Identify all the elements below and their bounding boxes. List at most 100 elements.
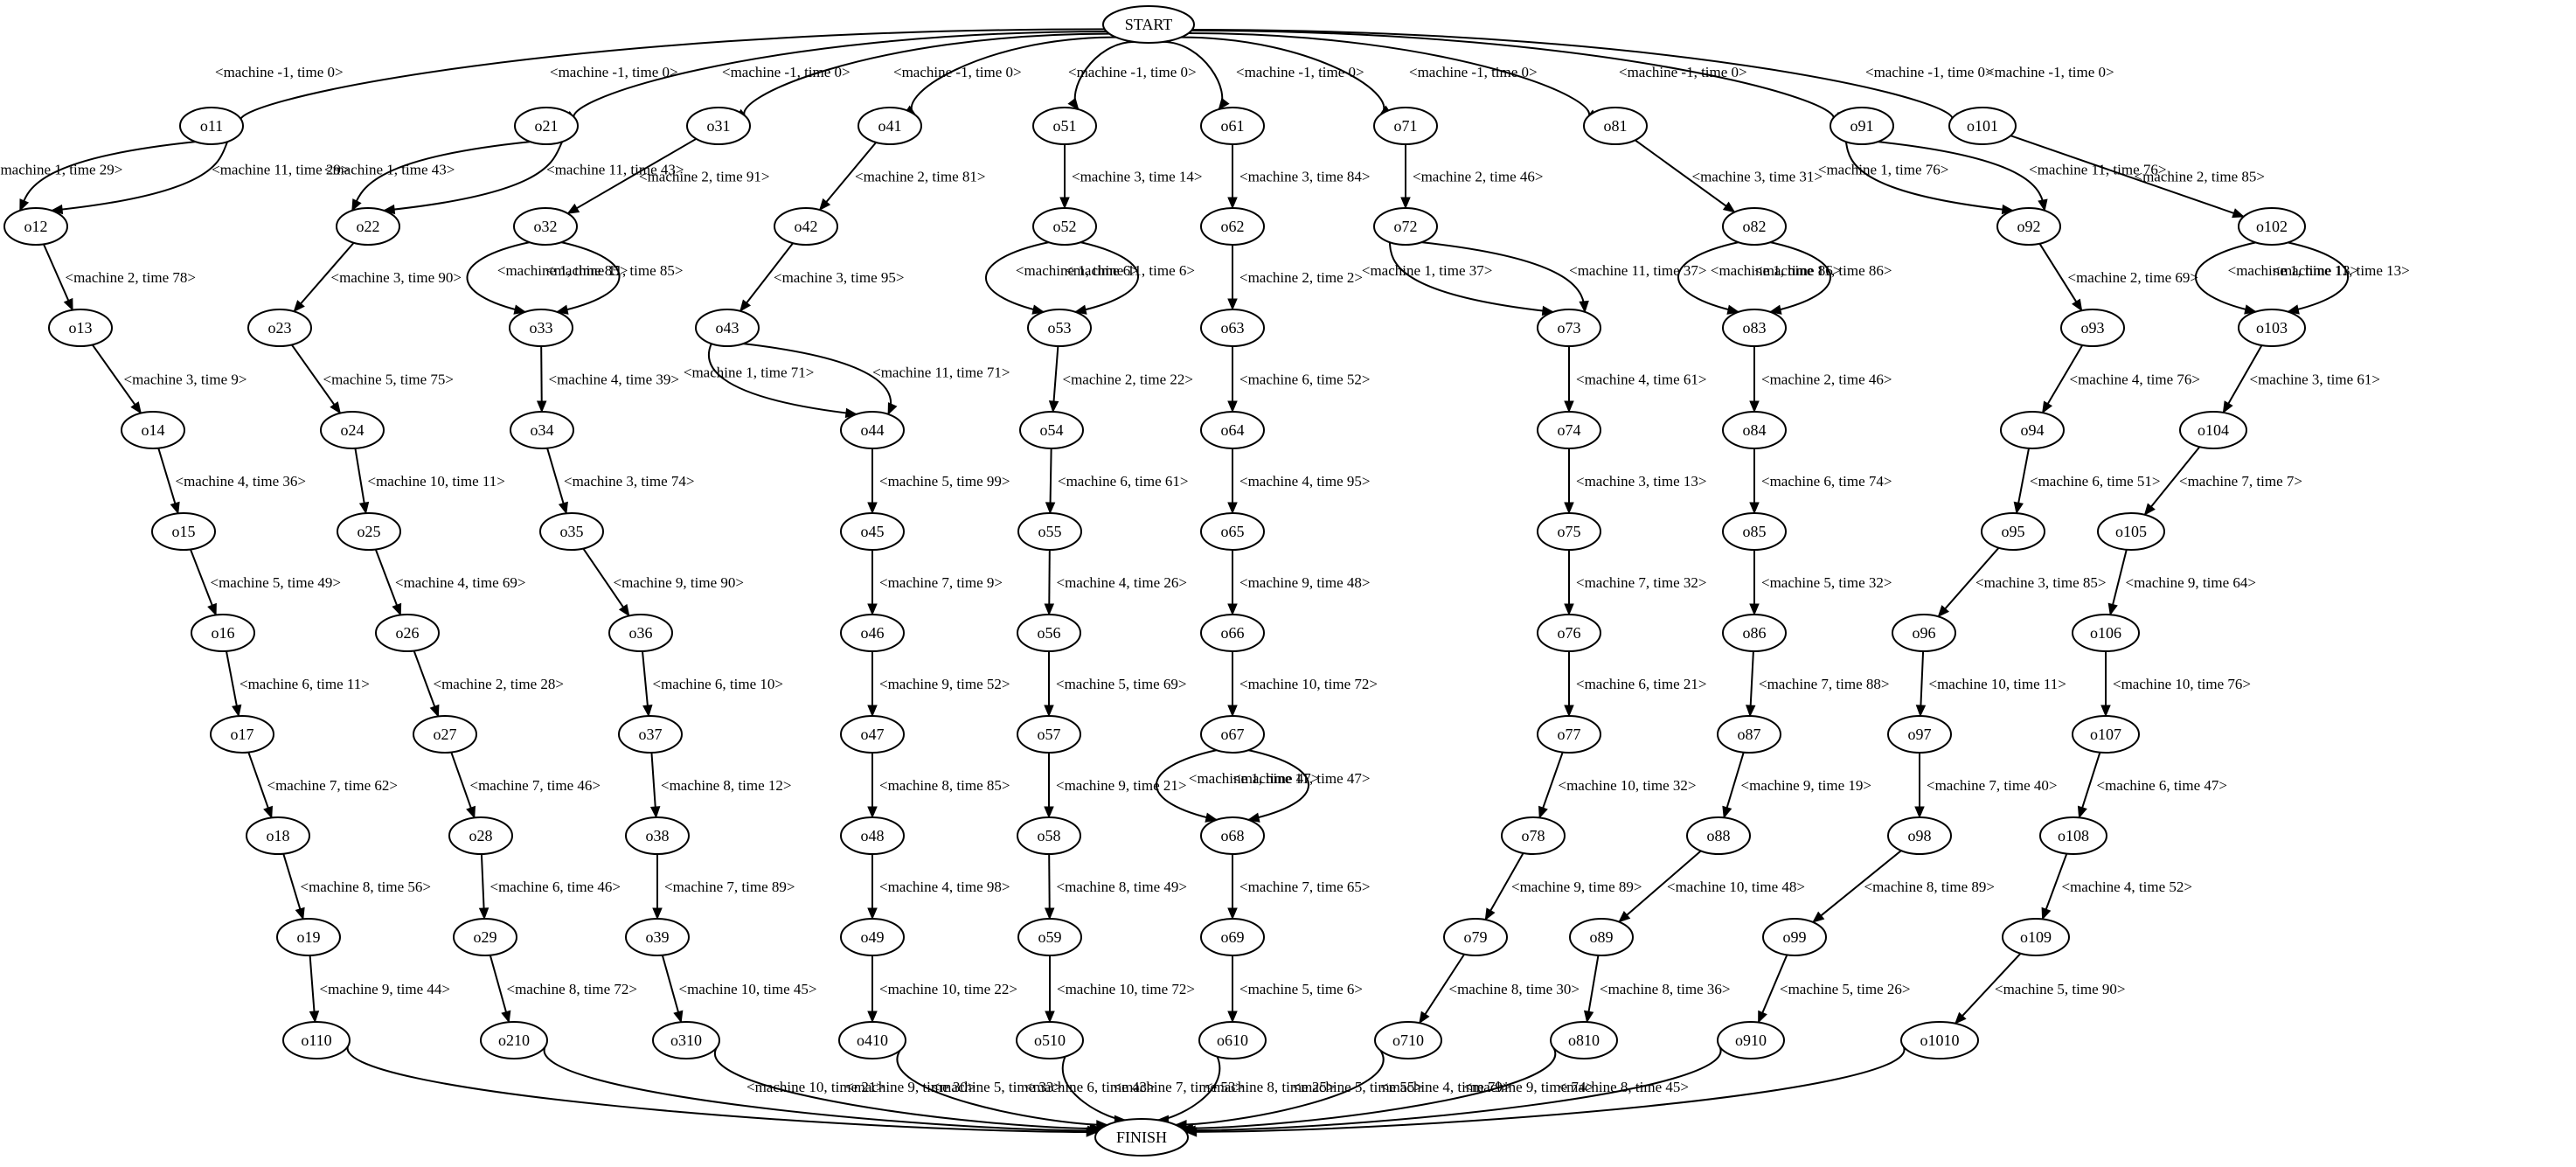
- node-ellipse: [1016, 1021, 1084, 1059]
- edge-label: <machine 5, time 90>: [1995, 981, 2125, 997]
- node-label: o37: [639, 726, 663, 743]
- edge-label: <machine -1, time 0>: [1236, 64, 1364, 80]
- edge-o91-o92-2: <machine 11, time 76>: [1878, 141, 2166, 212]
- node-o62: o62: [1200, 207, 1265, 246]
- edge-label: <machine 3, time 95>: [774, 269, 904, 286]
- edge-label: <machine 7, time 46>: [470, 777, 601, 794]
- node-label: o109: [2020, 928, 2052, 946]
- node-label: o87: [1738, 726, 1761, 743]
- edge-label: <machine 2, time 46>: [1413, 169, 1543, 185]
- arrowhead: [2038, 198, 2048, 212]
- node-ellipse: [448, 816, 513, 855]
- edge-label: <machine 7, time 40>: [1927, 777, 2057, 794]
- node-ellipse: [337, 512, 401, 551]
- edge-o106-o107: <machine 10, time 76>: [2100, 651, 2251, 718]
- arrowhead: [513, 304, 527, 315]
- node-ellipse: [1102, 5, 1195, 44]
- node-label: o42: [795, 218, 818, 235]
- node-label: o39: [646, 928, 670, 946]
- edge-line: [240, 28, 1105, 124]
- node-ellipse: [1722, 512, 1787, 551]
- node-o107: o107: [2072, 715, 2140, 754]
- edge-o51-o52: <machine 3, time 14>: [1059, 144, 1202, 210]
- edge-line: [1155, 749, 1218, 821]
- edge-o91-o92-1: <machine 1, time 76>: [1818, 141, 2015, 215]
- edge-label: <machine 8, time 49>: [1057, 879, 1187, 895]
- edge-line: [1247, 749, 1310, 821]
- node-ellipse: [1537, 715, 1601, 754]
- edge-start-o61: <machine -1, time 0>: [1163, 40, 1364, 111]
- node-o85: o85: [1722, 512, 1787, 551]
- node-ellipse: [539, 512, 604, 551]
- edge-label: <machine 6, time 11>: [240, 676, 370, 692]
- arrowhead: [555, 304, 569, 315]
- node-ellipse: [48, 309, 113, 347]
- arrowhead: [1400, 197, 1411, 210]
- node-o86: o86: [1722, 614, 1787, 652]
- node-o36: o36: [608, 614, 673, 652]
- edge-label: <machine 5, time 32>: [1761, 574, 1892, 591]
- edge-label: <machine 10, time 11>: [1929, 676, 2066, 692]
- edge-o37-o38: <machine 8, time 12>: [649, 752, 791, 819]
- edge-label: <machine 5, time 75>: [323, 372, 454, 388]
- node-ellipse: [1017, 918, 1082, 956]
- node-ellipse: [838, 1021, 906, 1059]
- edge-label: <machine 9, time 90>: [614, 574, 744, 591]
- edge-o53-o54: <machine 2, time 22>: [1048, 345, 1193, 413]
- node-o43: o43: [695, 309, 760, 347]
- edge-o102-o103-2: <machine 11, time 13>: [2272, 241, 2410, 315]
- edge-line: [1955, 952, 2022, 1025]
- edge-line: [2143, 446, 2201, 516]
- node-label: o63: [1221, 319, 1245, 337]
- node-o63: o63: [1200, 309, 1265, 347]
- node-ellipse: [1373, 207, 1438, 246]
- edge-label: <machine 8, time 89>: [1864, 879, 1995, 895]
- node-o28: o28: [448, 816, 513, 855]
- node-ellipse: [1583, 107, 1648, 145]
- edge-label: <machine -1, time 0>: [722, 64, 851, 80]
- edge-o93-o94: <machine 4, time 76>: [2041, 344, 2200, 414]
- node-ellipse: [1017, 614, 1081, 652]
- node-ellipse: [282, 1021, 351, 1059]
- edge-label: <machine 7, time 88>: [1759, 676, 1889, 692]
- node-ellipse: [608, 614, 673, 652]
- node-o96: o96: [1892, 614, 1956, 652]
- edge-o36-o37: <machine 6, time 10>: [641, 650, 783, 718]
- node-ellipse: [1537, 512, 1601, 551]
- node-label: o210: [498, 1032, 530, 1049]
- node-o104: o104: [2179, 411, 2247, 449]
- node-ellipse: [625, 816, 690, 855]
- edge-label: <machine 4, time 76>: [2070, 372, 2200, 388]
- arrowhead: [2232, 208, 2246, 219]
- edge-line: [1635, 139, 1735, 213]
- edge-o98-o99: <machine 8, time 89>: [1812, 850, 1995, 923]
- node-o38: o38: [625, 816, 690, 855]
- arrowhead: [1044, 705, 1054, 718]
- edge-label: <machine 2, time 46>: [1761, 372, 1892, 388]
- edge-o76-o77: <machine 6, time 21>: [1564, 651, 1706, 718]
- node-label: o13: [69, 319, 93, 337]
- edge-o99-o910: <machine 5, time 26>: [1757, 954, 1910, 1024]
- edge-label: <machine 6, time 47>: [2097, 777, 2227, 794]
- arrowhead: [1227, 197, 1238, 210]
- edge-line: [450, 752, 476, 818]
- edge-line: [2222, 344, 2263, 413]
- edge-line: [546, 448, 567, 514]
- node-ellipse: [1900, 1021, 1979, 1059]
- edge-line: [43, 243, 73, 311]
- node-o17: o17: [210, 715, 274, 754]
- edge-o14-o15: <machine 4, time 36>: [157, 448, 306, 515]
- edge-o72-o73-1: <machine 1, time 37>: [1362, 242, 1555, 316]
- node-ellipse: [840, 614, 905, 652]
- edge-o34-o35: <machine 3, time 74>: [546, 448, 694, 515]
- arrowhead: [1564, 705, 1574, 718]
- node-ellipse: [413, 715, 477, 754]
- node-o77: o77: [1537, 715, 1601, 754]
- edge-label: <machine 1, time 76>: [1818, 162, 1948, 178]
- edge-o61-o62: <machine 3, time 84>: [1227, 144, 1370, 210]
- edge-line: [1586, 955, 1600, 1023]
- node-label: o91: [1850, 117, 1874, 135]
- arrowhead: [2143, 503, 2156, 516]
- arrowhead: [466, 805, 476, 819]
